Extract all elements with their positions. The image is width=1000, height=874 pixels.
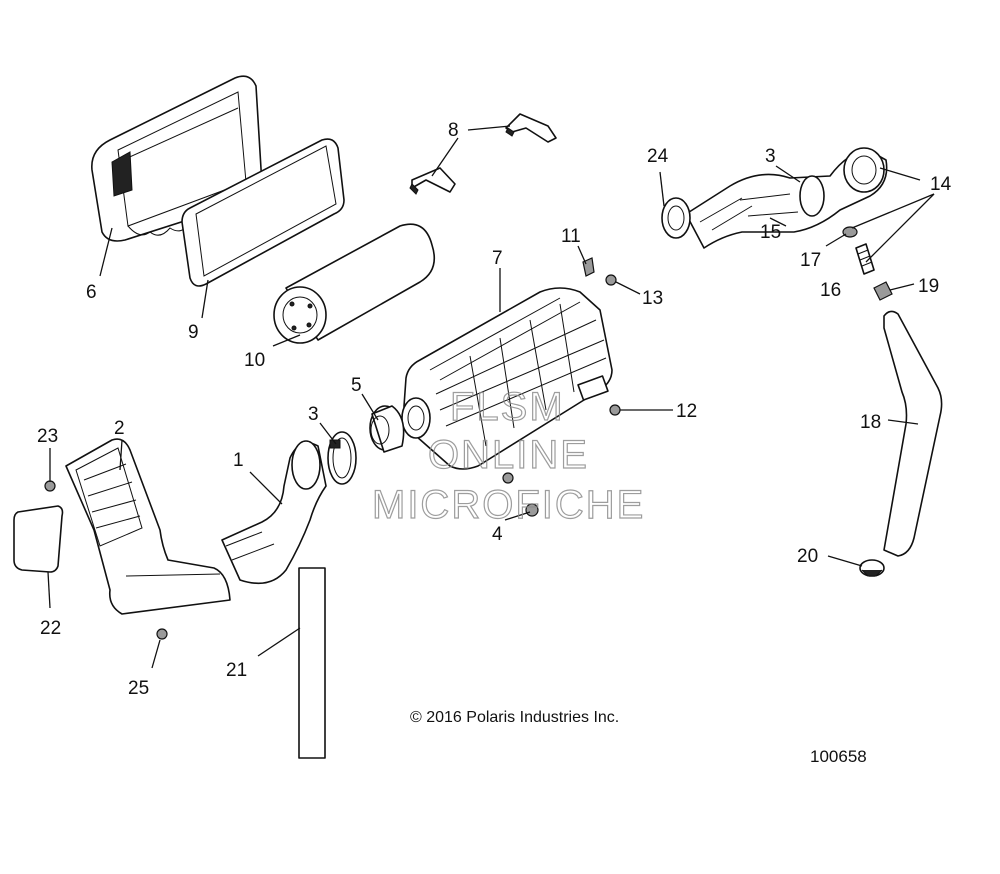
air-filter-part [273,223,436,344]
callout-23: 23 [37,426,58,447]
callout-16: 16 [820,280,841,301]
callout-17: 17 [800,250,821,271]
callout-9: 9 [188,322,199,343]
callout-7: 7 [492,248,503,269]
callout-12: 12 [676,401,697,422]
callout-21: 21 [226,660,247,681]
callout-6: 6 [86,282,97,303]
callout-24: 24 [647,146,669,167]
callout-10: 10 [244,350,265,371]
callout-5: 5 [351,375,362,396]
callout-25: 25 [128,678,149,699]
foam-strip-part [298,567,326,759]
callout-15: 15 [760,222,781,243]
callout-13: 13 [642,288,663,309]
diagram-reference-number: 100658 [810,747,867,766]
callout-22: 22 [40,618,61,639]
callout-4: 4 [492,524,503,545]
callout-3-left: 3 [308,404,319,425]
callout-1: 1 [233,450,244,471]
watermark-line-1: FLSM [450,385,565,429]
intake-duct-part [221,440,327,585]
drain-hose-part [883,310,943,557]
intake-hose-assembly [661,147,893,301]
callout-3-right: 3 [765,146,776,167]
watermark-line-2: ONLINE [428,433,589,477]
callout-20: 20 [797,546,818,567]
callout-14: 14 [930,174,952,195]
callout-labels: 1 2 3 3 4 5 6 7 8 9 10 11 12 13 14 15 16… [37,120,952,699]
leader-lines [47,125,935,669]
callout-8: 8 [448,120,459,141]
callout-19: 19 [918,276,939,297]
watermark: FLSM ONLINE MICROFICHE [371,384,645,527]
callout-18: 18 [860,412,881,433]
prefilter-pad-part [13,505,64,573]
watermark-line-3: MICROFICHE [372,483,645,527]
gasket-part [181,138,345,287]
coupler-part [369,405,405,453]
inlet-housing-part [65,438,231,615]
airbox-body-part [401,287,613,470]
copyright-text: © 2016 Polaris Industries Inc. [410,709,619,726]
callout-2: 2 [114,418,125,439]
clamp-part-left [327,431,357,485]
clip-parts [409,113,557,195]
hose-clamp-part [859,559,885,577]
callout-11: 11 [561,226,581,247]
